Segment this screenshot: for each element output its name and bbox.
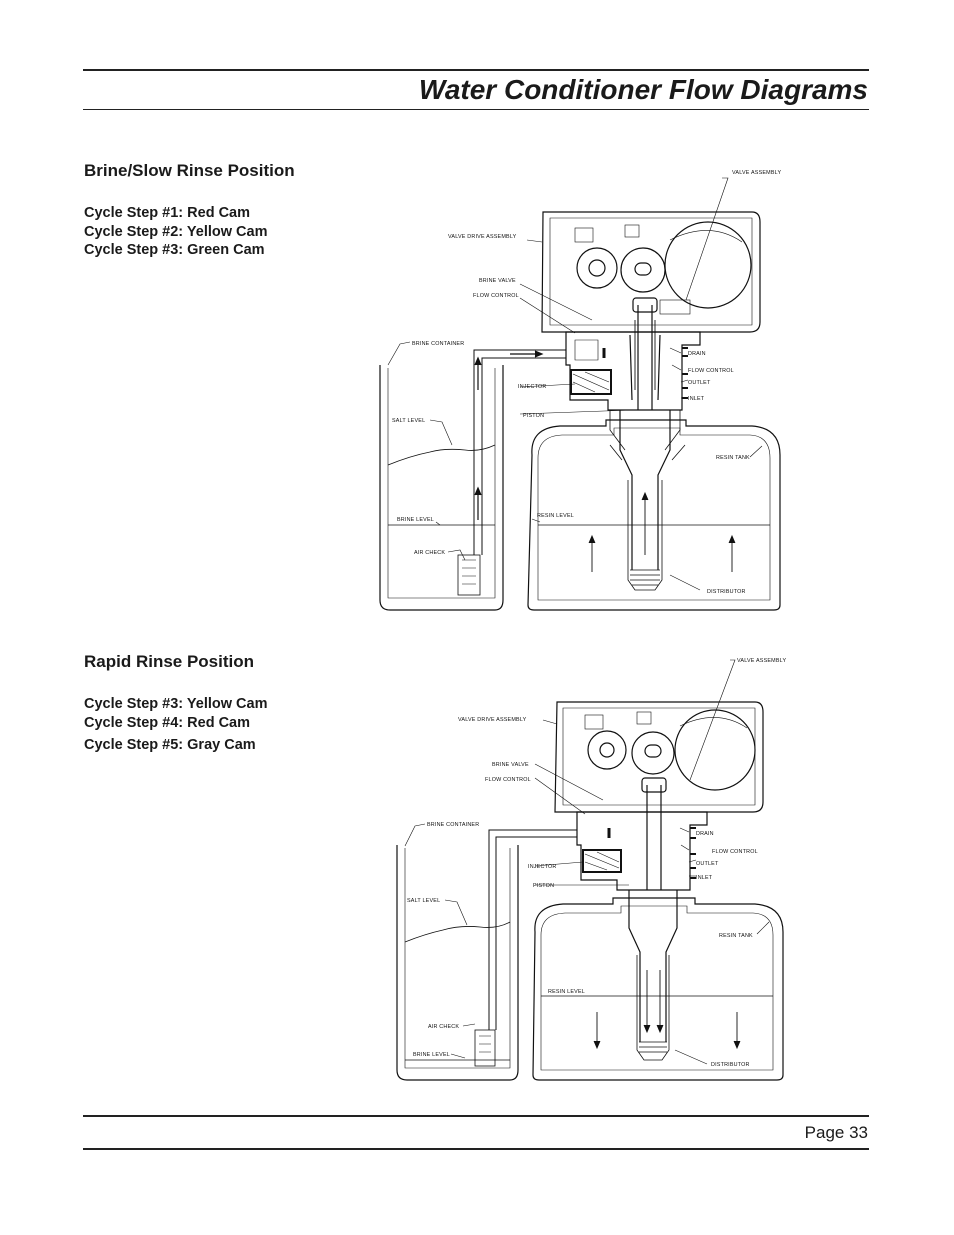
rapid-rinse-diagram: VALVE ASSEMBLY VALVE DRIVE ASSEMBLY BRIN… xyxy=(396,658,786,1081)
label-resin-level: RESIN LEVEL xyxy=(537,513,574,519)
label-resin-tank: RESIN TANK xyxy=(719,933,753,939)
resin-tank xyxy=(532,897,784,1081)
cycle-steps-list: Cycle Step #3: Yellow Cam Cycle Step #4:… xyxy=(84,695,267,755)
label-salt-level: SALT LEVEL xyxy=(392,418,425,424)
brine-slow-rinse-diagram: VALVE ASSEMBLY VALVE DRIVE ASSEMBLY BRIN… xyxy=(379,170,781,611)
valve-body xyxy=(565,297,701,411)
label-brine-valve: BRINE VALVE xyxy=(479,278,516,284)
label-air-check: AIR CHECK xyxy=(414,550,445,556)
cycle-step: Cycle Step #1: Red Cam xyxy=(84,205,251,221)
valve-body xyxy=(576,777,708,891)
label-injector: INJECTOR xyxy=(528,864,556,870)
cycle-step: Cycle Step #5: Gray Cam xyxy=(84,737,256,753)
flow-arrows xyxy=(593,970,741,1050)
label-drain: DRAIN xyxy=(696,831,714,837)
label-brine-container: BRINE CONTAINER xyxy=(427,822,479,828)
leader-lines xyxy=(404,659,770,1065)
section-title-brine-slow-rinse: Brine/Slow Rinse Position xyxy=(84,161,295,180)
label-distributor: DISTRIBUTOR xyxy=(711,1062,750,1068)
label-air-check: AIR CHECK xyxy=(428,1024,459,1030)
leader-lines xyxy=(387,177,763,591)
label-drain: DRAIN xyxy=(688,351,706,357)
riser-tube xyxy=(609,410,686,591)
footer-rule-bottom xyxy=(83,1148,869,1150)
label-outlet: OUTLET xyxy=(688,380,711,386)
page-number: Page 33 xyxy=(804,1123,868,1142)
label-valve-drive-assembly: VALVE DRIVE ASSEMBLY xyxy=(458,717,527,723)
label-piston: PISTON xyxy=(533,883,554,889)
valve-drive-housing xyxy=(541,211,761,333)
section-title-rapid-rinse: Rapid Rinse Position xyxy=(84,652,255,671)
label-salt-level: SALT LEVEL xyxy=(407,898,440,904)
resin-tank xyxy=(527,419,781,611)
page-title: Water Conditioner Flow Diagrams xyxy=(418,74,868,105)
label-brine-valve: BRINE VALVE xyxy=(492,762,529,768)
label-outlet: OUTLET xyxy=(696,861,719,867)
brine-container xyxy=(379,349,566,611)
cycle-step: Cycle Step #3: Green Cam xyxy=(84,242,265,258)
label-flow-control: FLOW CONTROL xyxy=(688,368,734,374)
brine-container xyxy=(396,829,577,1081)
label-flow-control: FLOW CONTROL xyxy=(485,777,531,783)
header-rule-top xyxy=(83,69,869,71)
label-flow-control: FLOW CONTROL xyxy=(712,849,758,855)
label-piston: PISTON xyxy=(523,413,544,419)
label-injector: INJECTOR xyxy=(518,384,546,390)
riser-tube xyxy=(628,890,678,1061)
label-resin-level: RESIN LEVEL xyxy=(548,989,585,995)
label-resin-tank: RESIN TANK xyxy=(716,455,750,461)
label-brine-level: BRINE LEVEL xyxy=(413,1052,450,1058)
footer-rule-top xyxy=(83,1115,869,1117)
label-brine-level: BRINE LEVEL xyxy=(397,517,434,523)
header-rule-bottom xyxy=(83,109,869,110)
cycle-step: Cycle Step #3: Yellow Cam xyxy=(84,696,268,712)
label-valve-assembly: VALVE ASSEMBLY xyxy=(732,170,781,176)
flow-arrows xyxy=(588,320,736,572)
cycle-step: Cycle Step #4: Red Cam xyxy=(84,714,251,731)
label-inlet: INLET xyxy=(696,875,713,881)
cycle-steps-list: Cycle Step #1: Red Cam Cycle Step #2: Ye… xyxy=(84,204,267,260)
label-distributor: DISTRIBUTOR xyxy=(707,589,746,595)
valve-drive-housing xyxy=(554,701,764,813)
label-flow-control: FLOW CONTROL xyxy=(473,293,519,299)
label-valve-drive-assembly: VALVE DRIVE ASSEMBLY xyxy=(448,234,517,240)
cycle-step: Cycle Step #2: Yellow Cam xyxy=(84,223,268,240)
label-brine-container: BRINE CONTAINER xyxy=(412,341,464,347)
label-valve-assembly: VALVE ASSEMBLY xyxy=(737,658,786,664)
label-inlet: INLET xyxy=(688,396,705,402)
